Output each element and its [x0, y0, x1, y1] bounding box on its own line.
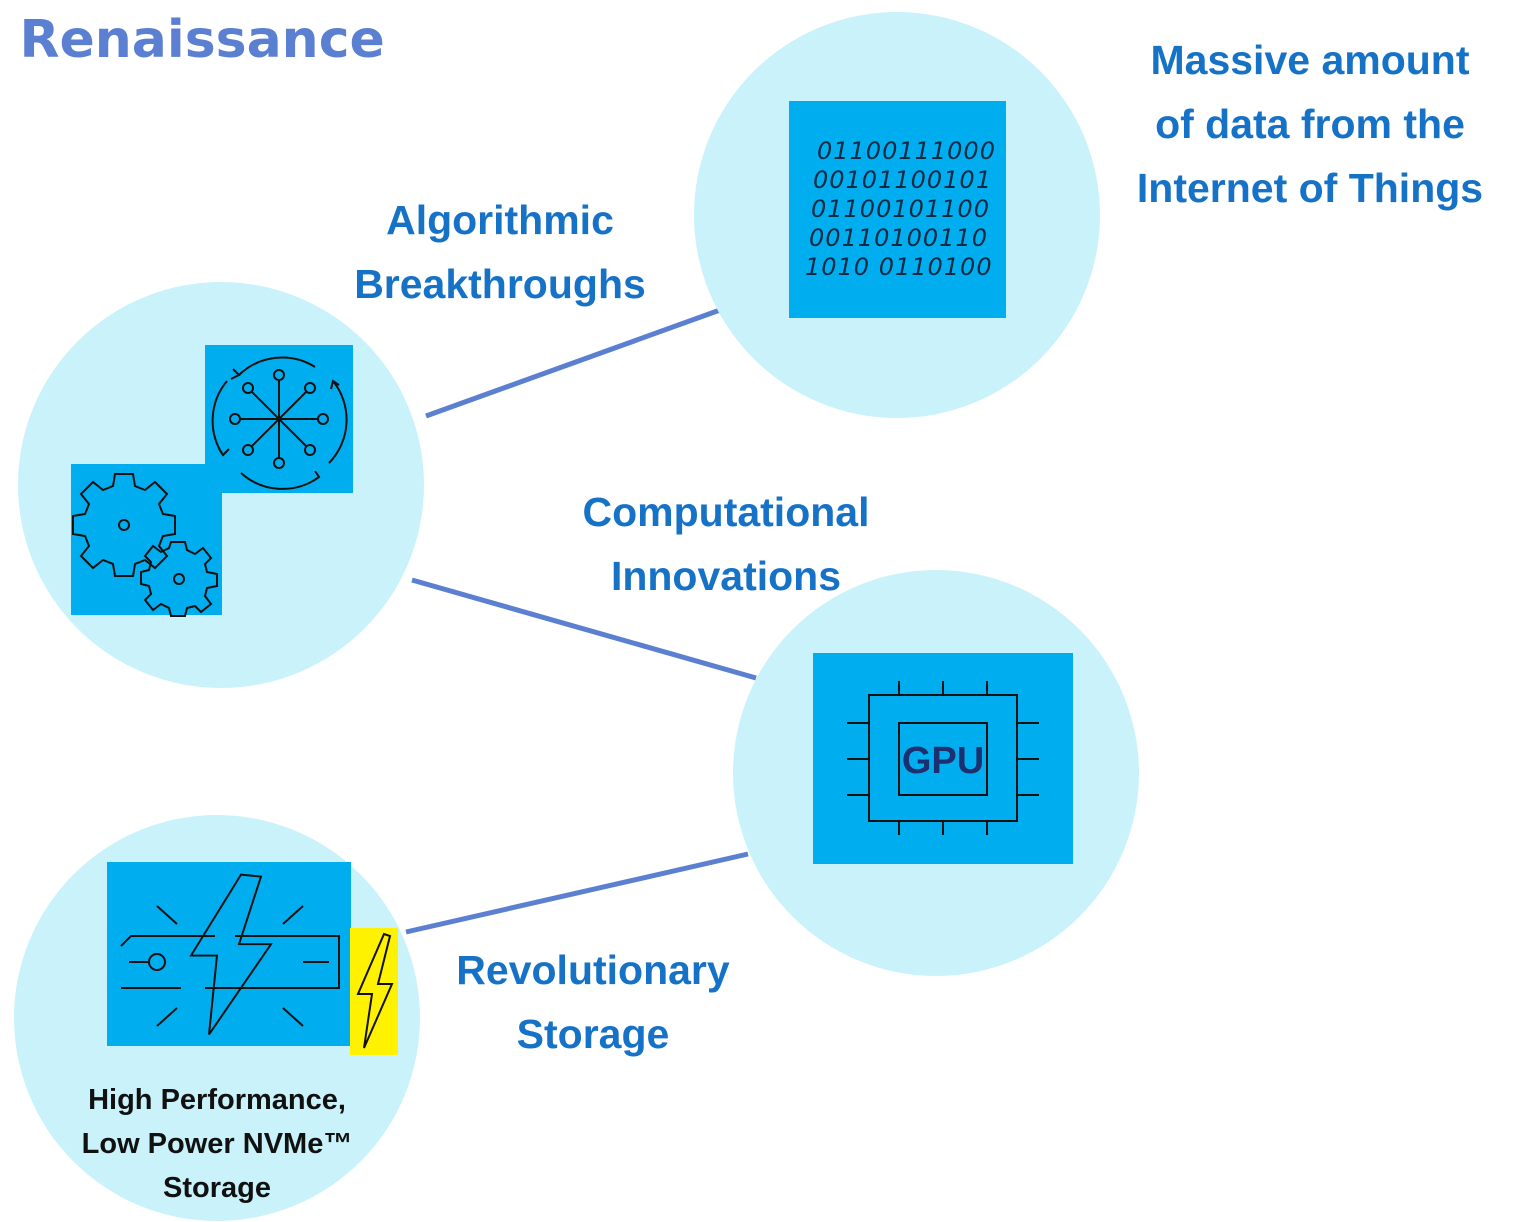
page-title: I Renaissance — [0, 10, 385, 70]
storage-bolt-graphic — [120, 873, 340, 1035]
binary-row: 1010 0110100 — [805, 253, 993, 281]
binary-data-graphic: 01100111000 00101100101 01100101100 0011… — [805, 137, 996, 281]
neural-network-icon — [205, 345, 353, 493]
binary-row: 01100111000 — [817, 137, 996, 165]
connector-algorithmic-gpu — [411, 577, 757, 681]
algorithmic-label: Algorithmic Breakthroughs — [354, 197, 646, 307]
storage-caption: High Performance, Low Power NVMe™ Storag… — [81, 1084, 353, 1204]
storage-label: Revolutionary Storage — [456, 947, 730, 1057]
binary-row: 01100101100 — [811, 195, 990, 223]
neural-network-graphic — [211, 356, 348, 490]
lightning-accent-graphic — [356, 932, 394, 1049]
gpu-chip-icon: GPU — [813, 653, 1073, 864]
gpu-label: GPU — [902, 740, 984, 782]
connector-algorithmic-data — [425, 307, 721, 419]
storage-bolt-icon — [107, 862, 351, 1046]
gpu-chip-graphic: GPU — [847, 681, 1039, 835]
gears-icon — [71, 464, 222, 617]
binary-row: 00110100110 — [809, 224, 988, 252]
binary-data-icon: 01100111000 00101100101 01100101100 0011… — [789, 101, 1006, 318]
gears-graphic — [72, 473, 218, 617]
connector-storage-gpu — [405, 851, 749, 935]
data-label: Massive amount of data from the Internet… — [1136, 37, 1484, 211]
computational-label: Computational Innovations — [582, 489, 870, 599]
lightning-accent — [350, 928, 398, 1055]
binary-row: 00101100101 — [813, 166, 992, 194]
